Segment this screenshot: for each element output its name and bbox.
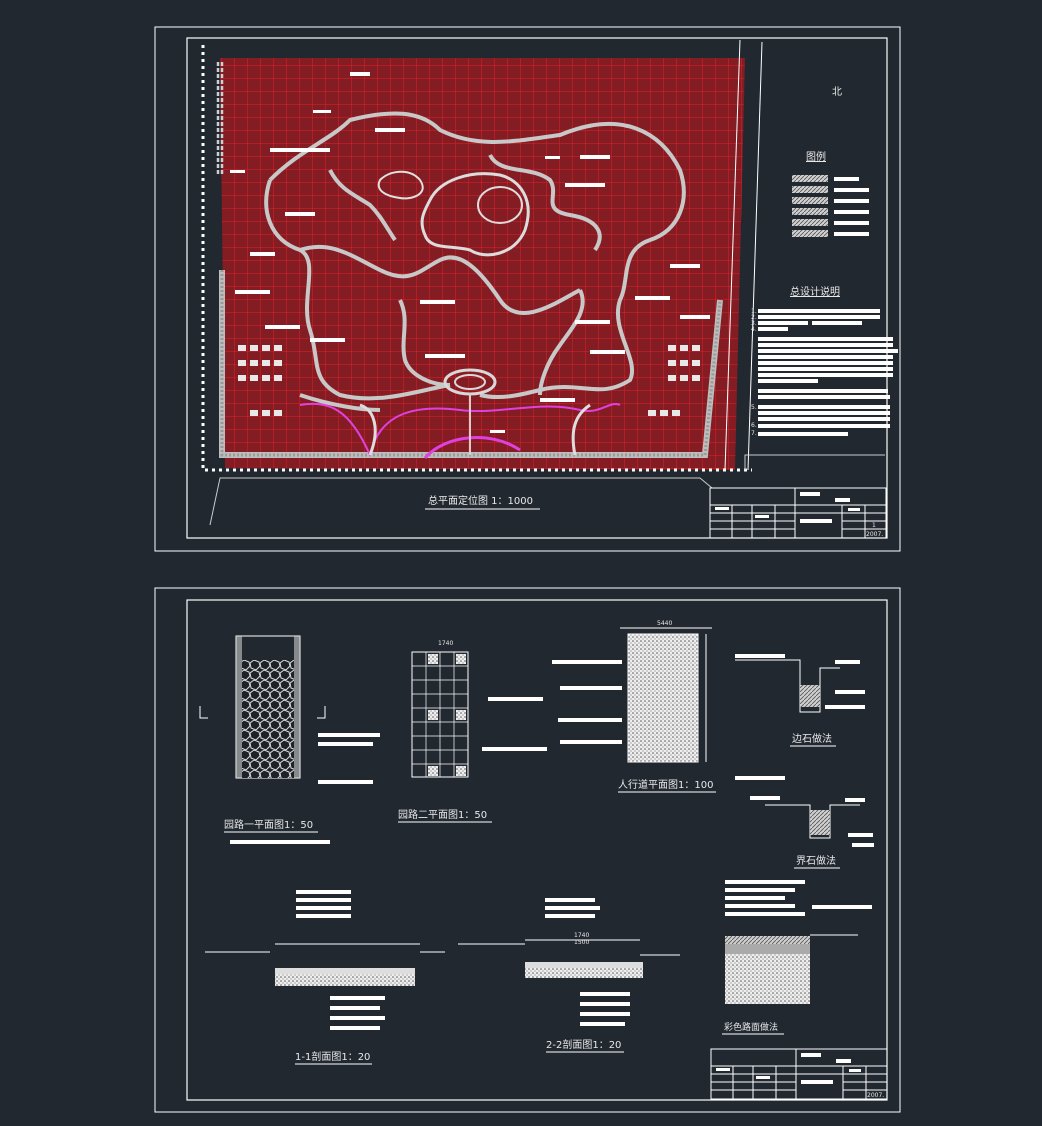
curb-detail: 边石做法 bbox=[735, 654, 865, 747]
north-label: 北 bbox=[832, 86, 842, 98]
sheet-site-plan: 北 图例 总设计说明 1. 2. 3. 4. 5. bbox=[154, 26, 901, 552]
sheet1-outer-frame bbox=[154, 26, 901, 552]
sheet-details: 园路一平面图1：50 1740 园路二平面图1：50 5440 bbox=[154, 587, 901, 1113]
sheet1-drawing-title: 总平面定位图 1：1000 bbox=[428, 494, 533, 507]
note-number: 6. bbox=[751, 422, 757, 429]
design-notes: 总设计说明 1. 2. 3. 4. 5. 6. 7. bbox=[751, 285, 898, 437]
sheet2-drawing-number: 2007. bbox=[867, 1092, 884, 1099]
notes-title: 总设计说明 bbox=[790, 285, 840, 298]
road1-label: 园路一平面图1：50 bbox=[224, 818, 313, 831]
note-number: 5. bbox=[751, 404, 757, 411]
curb-label: 边石做法 bbox=[792, 732, 832, 745]
note-number: 3. bbox=[751, 320, 757, 327]
section-2-2-label: 2-2剖面图1：20 bbox=[546, 1038, 621, 1051]
rockery bbox=[377, 170, 424, 200]
section-2-2-inner-dim: 1500 bbox=[574, 939, 589, 946]
section-2-2-top-dim: 1740 bbox=[574, 932, 589, 939]
colored-paving-detail: 彩色路面做法 bbox=[722, 880, 872, 1035]
parking-blocks bbox=[238, 345, 700, 416]
entrance-plaza bbox=[299, 368, 621, 460]
sheet1-drawing-number: 2007. bbox=[866, 531, 883, 538]
sheet1-title-block bbox=[709, 487, 887, 539]
pond bbox=[420, 172, 530, 257]
section-2-2: 1740 1500 2-2剖面图1：20 bbox=[458, 898, 680, 1053]
road2-plan: 1740 园路二平面图1：50 bbox=[398, 640, 547, 823]
external-road bbox=[209, 477, 713, 526]
sheet2-title-block bbox=[710, 1048, 888, 1100]
note-number: 7. bbox=[751, 430, 757, 437]
section-1-1: 1-1剖面图1：20 bbox=[205, 890, 445, 1065]
colored-paving-label: 彩色路面做法 bbox=[724, 1021, 778, 1033]
sheet1-sheet-number: 1 bbox=[872, 522, 876, 529]
sheet2-outer-frame bbox=[154, 587, 901, 1113]
perimeter-path bbox=[216, 62, 723, 458]
site-callouts bbox=[230, 72, 710, 433]
legend-title: 图例 bbox=[806, 150, 826, 163]
garden-paths bbox=[264, 111, 686, 412]
site-plan-grid-area bbox=[201, 39, 763, 472]
sheet2-inner-frame bbox=[186, 599, 888, 1101]
legend: 图例 bbox=[792, 150, 869, 237]
note-number: 4. bbox=[751, 326, 757, 333]
sidewalk-label: 人行道平面图1：100 bbox=[618, 778, 713, 791]
section-1-1-label: 1-1剖面图1：20 bbox=[295, 1050, 370, 1063]
road1-plan: 园路一平面图1：50 bbox=[199, 635, 380, 844]
pond-inner bbox=[477, 186, 523, 224]
boundary-stone-label: 界石做法 bbox=[796, 854, 836, 867]
road2-width-dim: 1740 bbox=[438, 640, 453, 647]
note-number: 2. bbox=[751, 314, 757, 321]
road2-label: 园路二平面图1：50 bbox=[398, 808, 487, 821]
boundary-stone-detail: 界石做法 bbox=[735, 776, 874, 869]
note-number: 1. bbox=[751, 308, 757, 315]
sidewalk-width-dim: 5440 bbox=[657, 620, 672, 627]
sidewalk-plan: 5440 人行道平面图1：100 bbox=[552, 620, 716, 793]
sheet1-inner-frame bbox=[186, 37, 888, 539]
